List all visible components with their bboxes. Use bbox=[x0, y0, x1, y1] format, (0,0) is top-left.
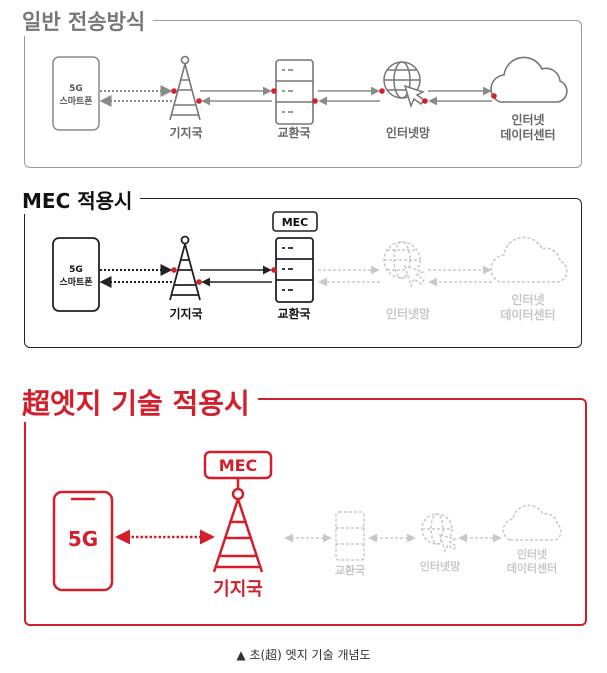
node-dot bbox=[312, 98, 318, 104]
label-internet-network: 인터넷망 bbox=[386, 306, 430, 321]
svg-text:스마트폰: 스마트폰 bbox=[59, 276, 92, 288]
globe-icon bbox=[421, 513, 458, 553]
phone-tower-link bbox=[99, 85, 173, 107]
exchange-internet-link bbox=[318, 265, 380, 287]
label-datacenter: 데이터센터 bbox=[500, 127, 555, 142]
phone-tower-link bbox=[99, 264, 173, 288]
standard-transmission-panel bbox=[24, 20, 582, 168]
mec-badge: MEC bbox=[272, 211, 318, 232]
label-internet: 인터넷 bbox=[517, 547, 547, 561]
svg-text:스마트폰: 스마트폰 bbox=[59, 95, 92, 107]
label-base-station: 기지국 bbox=[169, 125, 202, 140]
label-exchange: 교환국 bbox=[277, 306, 310, 321]
node-dot bbox=[271, 88, 277, 94]
cloud-icon bbox=[502, 504, 562, 541]
svg-text:5G: 5G bbox=[69, 84, 83, 94]
tower-icon bbox=[212, 487, 264, 573]
tower-icon bbox=[169, 55, 201, 121]
section-title-mec: MEC 적용시 bbox=[20, 185, 141, 214]
server-icon bbox=[275, 59, 314, 125]
mec-panel bbox=[24, 198, 582, 348]
label-internet: 인터넷 bbox=[511, 112, 544, 127]
node-dot bbox=[422, 98, 428, 104]
ultra-edge-panel bbox=[24, 398, 587, 626]
exchange-internet-link bbox=[318, 86, 380, 106]
cloud-icon bbox=[490, 56, 568, 103]
globe-icon bbox=[383, 241, 426, 289]
phone-icon: 5G bbox=[52, 490, 114, 592]
label-internet-network: 인터넷망 bbox=[386, 125, 430, 140]
tower-exchange-link bbox=[200, 265, 272, 287]
network-diagram: 5G 스마트폰 기지국 교환국 인터넷망 인터넷 bbox=[52, 55, 568, 600]
label-exchange: 교환국 bbox=[335, 563, 365, 577]
globe-icon bbox=[383, 61, 426, 109]
svg-text:5G: 5G bbox=[69, 265, 83, 275]
phone-icon: 5G 스마트폰 bbox=[52, 237, 100, 312]
label-base-station: 기지국 bbox=[213, 579, 263, 600]
label-datacenter: 데이터센터 bbox=[507, 561, 558, 575]
cloud-icon bbox=[490, 236, 568, 283]
label-exchange: 교환국 bbox=[277, 125, 310, 140]
tower-icon bbox=[169, 235, 201, 301]
node-dot bbox=[196, 98, 202, 104]
node-dot bbox=[271, 267, 277, 273]
internet-datacenter-link bbox=[428, 265, 492, 287]
node-dot bbox=[171, 267, 177, 273]
label-datacenter: 데이터센터 bbox=[500, 307, 555, 322]
label-base-station: 기지국 bbox=[169, 306, 202, 321]
node-dot bbox=[491, 93, 497, 99]
node-dot bbox=[171, 88, 177, 94]
node-dot bbox=[196, 279, 202, 285]
internet-datacenter-link bbox=[428, 86, 492, 106]
figure-caption: ▲ 초(超) 엣지 기술 개념도 bbox=[236, 648, 371, 662]
svg-text:MEC: MEC bbox=[219, 456, 258, 475]
node-dot bbox=[379, 88, 385, 94]
section-title-standard: 일반 전송방식 bbox=[20, 6, 154, 36]
phone-icon: 5G 스마트폰 bbox=[52, 56, 100, 131]
svg-text:5G: 5G bbox=[68, 527, 98, 551]
svg-text:MEC: MEC bbox=[282, 216, 309, 229]
mec-badge: MEC bbox=[203, 450, 273, 480]
label-internet: 인터넷 bbox=[511, 292, 544, 307]
label-internet-network: 인터넷망 bbox=[420, 559, 460, 573]
server-icon bbox=[275, 237, 314, 303]
tower-exchange-link bbox=[200, 86, 272, 106]
section-title-ultra-edge: 超엣지 기술 적용시 bbox=[20, 382, 258, 422]
server-icon bbox=[335, 511, 365, 561]
